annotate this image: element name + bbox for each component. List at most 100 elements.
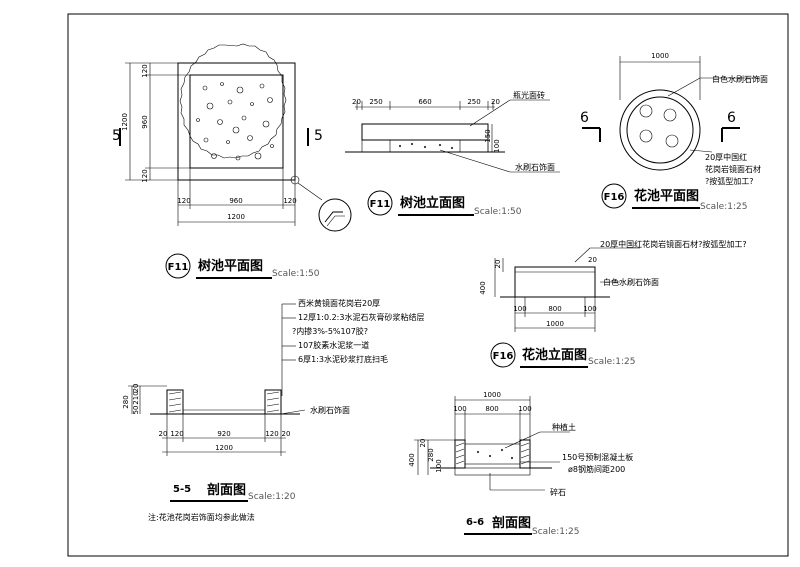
annotation-text: 20厚中国红花岗岩镜面石材?按弧型加工?: [600, 239, 747, 249]
wall-section-right: [264, 389, 282, 415]
drawing-title: 剖面图: [207, 482, 246, 498]
dim-label: 120: [283, 197, 296, 205]
dim-label: 800: [548, 305, 561, 313]
flower-pool-elevation: 20厚中国红花岗岩镜面石材?按弧型加工? 20 400 20 白色水刷石饰面 1…: [479, 239, 747, 368]
annotation-text: 花岗岩镜面石材: [705, 164, 761, 174]
annotation-text: 西米黄镜面花岗岩20厚: [298, 298, 380, 308]
title-badge-circle: [367, 190, 393, 216]
title-badge: F16: [493, 351, 514, 362]
flower-pool-plan: 1000 6 6 白色水刷石饰面 20厚中国红 花岗岩镜面石材 ?按弧型加工? …: [580, 52, 768, 212]
dim-label: 280: [122, 395, 130, 408]
dim-label: 1200: [121, 113, 129, 131]
dim-label: 960: [141, 115, 149, 128]
section-mark: 6: [727, 110, 736, 126]
drawing-title: 花池立面图: [522, 347, 587, 363]
plant-icon: [663, 108, 677, 122]
drawing-scale: Scale:1:50: [474, 207, 522, 217]
tree-pit-outer: [177, 62, 296, 181]
dim-label: 960: [229, 197, 242, 205]
dim-label: 400: [408, 453, 416, 466]
annotation-text: 瓶光面砖: [513, 90, 545, 100]
annotation-text: 水刷石饰面: [310, 405, 350, 415]
drawing-scale: Scale:1:50: [272, 269, 320, 279]
section-6-6: 1000 100 800 100 400 20 280 100 种植土 150号…: [408, 391, 633, 537]
pool-outer-circle: [619, 89, 701, 171]
tree-pit-inner: [189, 74, 284, 169]
title-badge: F11: [370, 199, 391, 210]
title-badge: 6-6: [466, 517, 484, 528]
annotation-text: 12厚1:0.2:3水泥石灰膏砂浆粘结层: [298, 312, 424, 322]
title-badge-circle: [165, 253, 191, 279]
dim-label: 120: [141, 64, 149, 77]
annotation-text: ?内掺3%-5%107胶?: [292, 326, 368, 336]
dim-label: 20: [159, 430, 168, 438]
dim-label: 920: [217, 430, 230, 438]
annotation-text: 种植土: [552, 422, 576, 432]
footnote: 注:花池花岗岩饰面均参此做法: [148, 512, 255, 522]
drawing-scale: Scale:1:25: [532, 527, 579, 537]
dim-label: 20: [588, 256, 597, 264]
planting-soil: [464, 443, 521, 465]
section-mark: 6: [580, 110, 589, 126]
dim-label: 150: [484, 129, 492, 142]
title-badge-circle: [490, 342, 516, 368]
dim-label: 100: [513, 305, 526, 313]
dim-label: 20: [282, 430, 291, 438]
title-badge: F16: [604, 192, 625, 203]
plant-icon: [665, 134, 679, 148]
drawing-title: 花池平面图: [634, 188, 699, 204]
dim-label: 120: [141, 169, 149, 182]
annotation-text: 150号预制混凝土板: [562, 452, 633, 462]
title-badge: 5-5: [173, 484, 191, 495]
dim-label: 210: [132, 391, 140, 404]
dim-label: 20: [491, 98, 500, 106]
dim-label: 120: [265, 430, 278, 438]
pool-wall-elevation: [514, 266, 596, 298]
annotation-text: 6厚1:3水泥砂浆打底扫毛: [298, 354, 388, 364]
dim-label: 100: [453, 405, 466, 413]
title-badge: F11: [168, 262, 189, 273]
dim-label: 20: [352, 98, 361, 106]
drawing-scale: Scale:1:25: [588, 357, 635, 367]
dim-label: 1200: [227, 213, 245, 221]
corner-detail-circle: [318, 198, 352, 232]
dim-label: 20: [132, 384, 140, 393]
section-mark: 5: [314, 128, 323, 144]
annotation-text: 20厚中国红: [705, 152, 747, 162]
dim-label: 800: [485, 405, 498, 413]
dim-label: 120: [170, 430, 183, 438]
dim-label: 1000: [546, 320, 564, 328]
dim-label: 120: [177, 197, 190, 205]
tree-pit-plan: 1200 960 120 120 120 960 120 1200 5 5 F1…: [112, 43, 352, 279]
title-badge-circle: [601, 183, 627, 209]
dim-label: 100: [583, 305, 596, 313]
pit-curb-top: [361, 123, 489, 141]
tree-pit-elevation: 20 250 660 250 20 150 100 瓶光面砖 水刷石饰面 F11…: [345, 90, 560, 217]
annotation-text: 水刷石饰面: [515, 162, 555, 172]
pool-inner-circle: [626, 96, 694, 164]
annotation-text: 白色水刷石饰面: [712, 74, 768, 84]
tree-canopy-outline: [179, 43, 287, 159]
annotation-text: ø8钢筋间距200: [568, 464, 625, 474]
plant-icon: [639, 104, 653, 118]
drawing-scale: Scale:1:20: [248, 492, 296, 502]
section-5-5: 西米黄镜面花岗岩20厚 12厚1:0.2:3水泥石灰膏砂浆粘结层 ?内掺3%-5…: [122, 298, 424, 522]
annotation-text: ?按弧型加工?: [705, 176, 754, 186]
dim-label: 1000: [483, 391, 501, 399]
wall-section-left: [166, 389, 184, 415]
dim-label: 250: [467, 98, 480, 106]
sheet-border: [67, 13, 789, 557]
drawing-title: 树池平面图: [198, 258, 263, 274]
dim-label: 20: [494, 260, 502, 269]
dim-label: 280: [427, 448, 435, 461]
dim-label: 660: [418, 98, 431, 106]
dim-label: 100: [435, 459, 443, 472]
plant-icon: [639, 129, 653, 143]
annotation-text: 白色水刷石饰面: [603, 277, 659, 287]
annotation-text: 107胶素水泥浆一道: [298, 340, 369, 350]
dim-label: 100: [493, 139, 501, 152]
dim-label: 250: [369, 98, 382, 106]
gravel-base: [454, 467, 531, 476]
dim-label: 50: [132, 406, 140, 415]
